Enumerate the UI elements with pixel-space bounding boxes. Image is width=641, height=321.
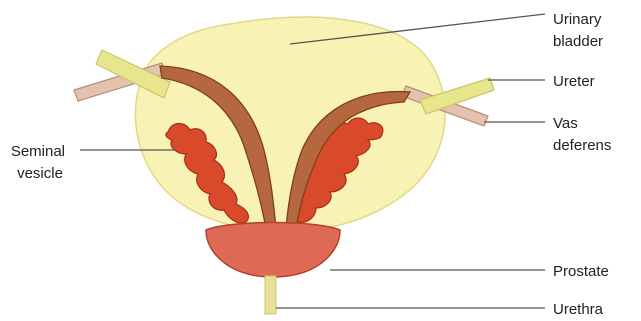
label-prostate: Prostate: [553, 263, 609, 280]
label-vas-deferens: Vas deferens: [553, 115, 611, 154]
label-urinary-bladder: Urinary bladder: [553, 11, 606, 50]
label-ureter: Ureter: [553, 73, 595, 90]
label-seminal-vesicle: Seminal vesicle: [11, 143, 69, 182]
label-urethra: Urethra: [553, 301, 604, 318]
urethra: [265, 276, 276, 314]
prostate: [206, 223, 340, 278]
